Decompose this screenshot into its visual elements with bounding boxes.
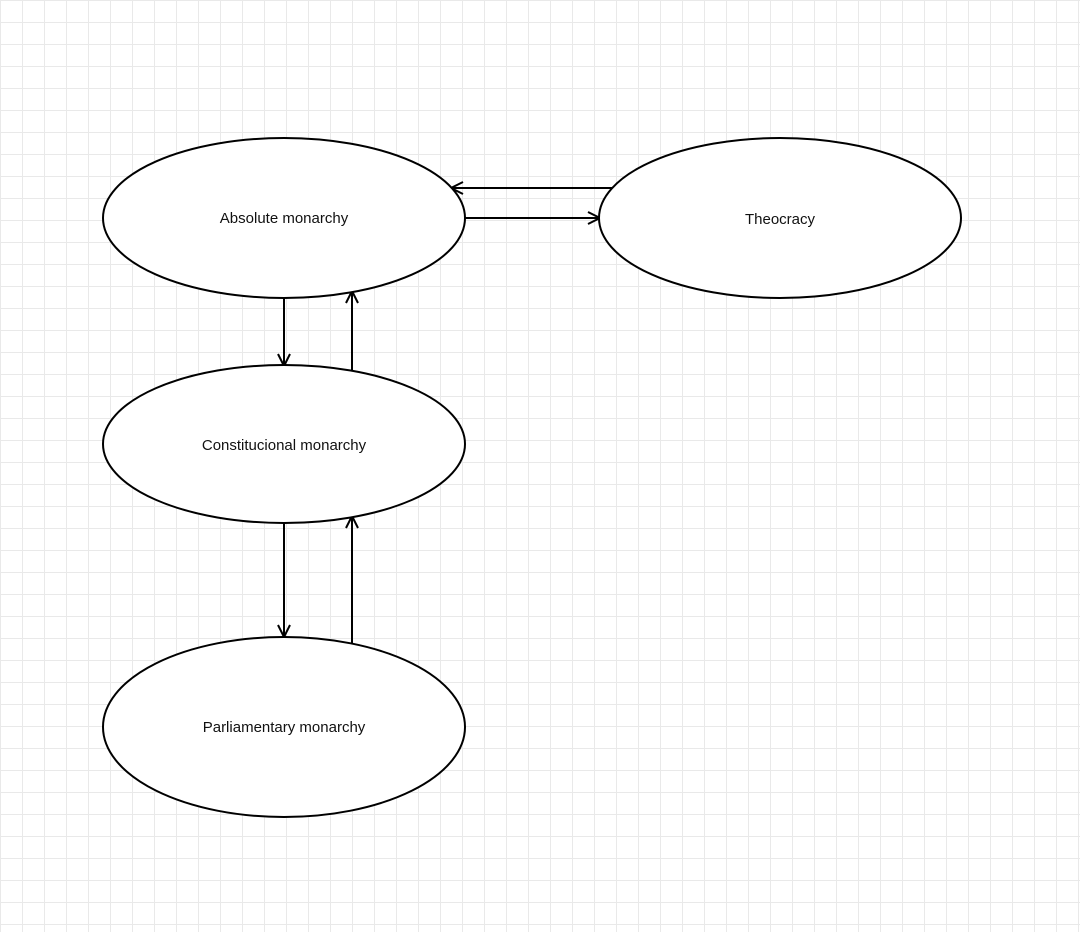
node-parliamentary-monarchy-label: Parliamentary monarchy — [203, 719, 366, 736]
node-theocracy[interactable]: Theocracy — [598, 137, 962, 299]
edges — [284, 188, 612, 643]
node-theocracy-shape[interactable] — [598, 137, 962, 299]
node-parliamentary-monarchy[interactable]: Parliamentary monarchy — [102, 636, 466, 818]
node-absolute-monarchy[interactable]: Absolute monarchy — [102, 137, 466, 299]
node-theocracy-label: Theocracy — [745, 211, 816, 228]
node-absolute-monarchy-label: Absolute monarchy — [220, 210, 349, 227]
node-constitutional-monarchy[interactable]: Constitucional monarchy — [102, 364, 466, 524]
node-absolute-monarchy-shape[interactable] — [102, 137, 466, 299]
node-constitutional-monarchy-label: Constitucional monarchy — [202, 437, 367, 454]
node-constitutional-monarchy-shape[interactable] — [102, 364, 466, 524]
node-parliamentary-monarchy-shape[interactable] — [102, 636, 466, 818]
